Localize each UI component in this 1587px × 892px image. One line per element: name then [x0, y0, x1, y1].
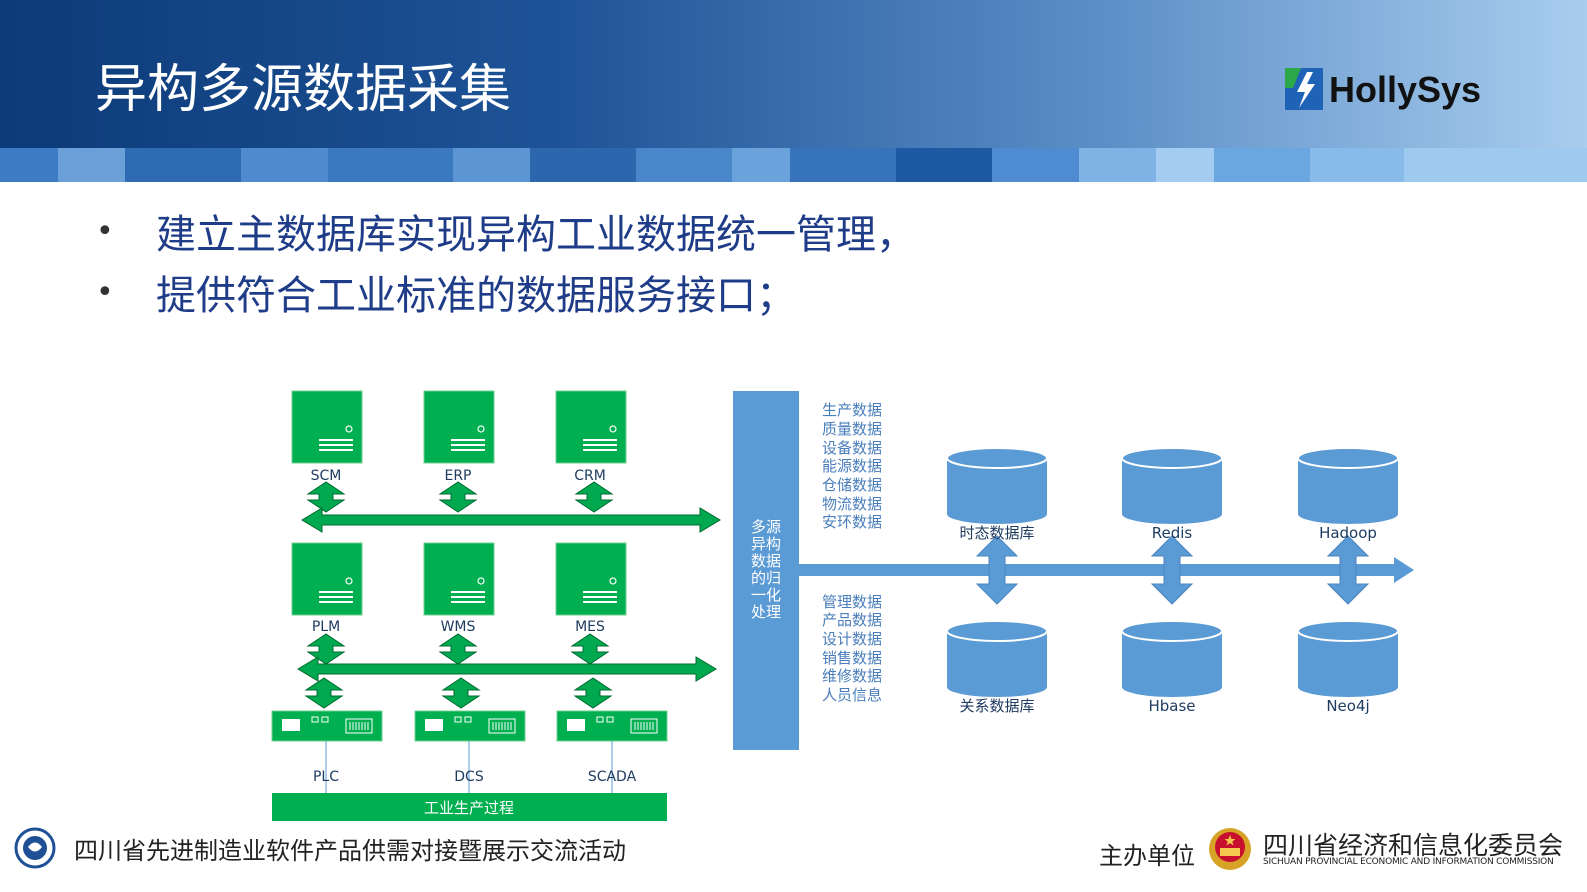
database-label: Redis: [1152, 524, 1193, 542]
database-cylinder-icon: [1297, 620, 1399, 698]
controller-label: DCS: [454, 769, 484, 785]
controller-icon: [414, 710, 526, 742]
data-type-label: 能源数据: [822, 457, 882, 475]
center-box-text: 数据: [751, 552, 781, 570]
controller-icon: [556, 710, 668, 742]
data-type-label: 设备数据: [822, 439, 882, 457]
server-icon: [291, 390, 363, 464]
system-label: MES: [575, 619, 605, 635]
system-label: ERP: [444, 468, 471, 484]
bus-arrow: [297, 656, 717, 682]
production-process-label: 工业生产过程: [424, 799, 514, 817]
data-type-label: 物流数据: [822, 495, 882, 513]
logo-text: HollySys: [1329, 69, 1482, 110]
hollysys-logo-icon: [1285, 68, 1323, 110]
server-icon: [423, 542, 495, 616]
server-icon: [555, 542, 627, 616]
bullet-text: 提供符合工业标准的数据服务接口；: [156, 273, 796, 319]
data-type-label: 安环数据: [822, 513, 882, 531]
server-icon: [423, 390, 495, 464]
database-label: 时态数据库: [959, 524, 1034, 542]
database-cylinder-icon: [1121, 447, 1223, 525]
system-label: CRM: [574, 468, 606, 484]
data-type-label: 维修数据: [822, 667, 882, 685]
bidirectional-arrow-icon: [575, 481, 613, 513]
server-icon: [291, 542, 363, 616]
data-type-label: 质量数据: [822, 420, 882, 438]
event-footer: 四川省先进制造业软件产品供需对接暨展示交流活动: [14, 826, 626, 870]
bidirectional-arrow-icon: [442, 677, 480, 709]
bullet-item: • 提供符合工业标准的数据服务接口；: [96, 264, 796, 320]
center-box-text: 异构: [751, 535, 781, 553]
controller-icon: [271, 710, 383, 742]
bidirectional-arrow-icon: [574, 677, 612, 709]
header-stripe: [0, 148, 1587, 182]
data-type-label: 人员信息: [822, 686, 882, 704]
bidirectional-arrow-icon: [307, 481, 345, 513]
database-cylinder-icon: [1297, 447, 1399, 525]
center-box-text: 多源: [751, 518, 781, 536]
data-type-label: 销售数据: [822, 649, 882, 667]
system-label: PLM: [312, 619, 340, 635]
data-type-label: 管理数据: [822, 593, 882, 611]
organizer-name-en: SICHUAN PROVINCIAL ECONOMIC AND INFORMAT…: [1263, 857, 1554, 867]
database-label: Hbase: [1148, 697, 1195, 715]
national-emblem-icon: [1209, 828, 1251, 870]
database-cylinder-icon: [946, 447, 1048, 525]
data-flow-arrow: [799, 557, 1414, 583]
slide-title: 异构多源数据采集: [95, 60, 512, 120]
event-emblem-icon: [14, 827, 56, 869]
database-label: Hadoop: [1319, 524, 1377, 542]
event-title: 四川省先进制造业软件产品供需对接暨展示交流活动: [74, 836, 626, 865]
database-cylinder-icon: [946, 620, 1048, 698]
organizer: 四川省经济和信息化委员会 SICHUAN PROVINCIAL ECONOMIC…: [1206, 826, 1563, 874]
data-type-label: 产品数据: [822, 611, 882, 629]
data-type-label: 生产数据: [822, 401, 882, 419]
normalization-box: [733, 391, 799, 750]
database-label: 关系数据库: [959, 697, 1034, 715]
bidirectional-arrow-icon: [571, 633, 609, 665]
organizer-name: 四川省经济和信息化委员会: [1263, 831, 1564, 860]
bus-arrow: [301, 507, 721, 533]
center-box-text: 处理: [751, 603, 781, 621]
production-process-bar: [272, 793, 667, 821]
bidirectional-arrow-icon: [439, 481, 477, 513]
data-type-label: 仓储数据: [822, 476, 882, 494]
database-cylinder-icon: [1121, 620, 1223, 698]
bullet-item: • 建立主数据库实现异构工业数据统一管理，: [96, 203, 916, 259]
bullet-dot: •: [96, 213, 114, 249]
bullet-dot: •: [96, 274, 114, 310]
host-label: 主办单位: [1099, 842, 1195, 870]
center-box-text: 的归: [751, 569, 781, 587]
controller-label: PLC: [313, 769, 339, 785]
data-type-label: 设计数据: [822, 630, 882, 648]
bidirectional-arrow-icon: [305, 677, 343, 709]
center-box-text: 一化: [751, 586, 781, 604]
system-label: SCM: [311, 468, 342, 484]
hollysys-logo: HollySys: [1285, 66, 1515, 116]
database-label: Neo4j: [1326, 697, 1369, 715]
bidirectional-arrow-icon: [439, 633, 477, 665]
server-icon: [555, 390, 627, 464]
bullet-text: 建立主数据库实现异构工业数据统一管理，: [156, 212, 916, 258]
controller-label: SCADA: [588, 769, 637, 785]
system-label: WMS: [441, 619, 476, 635]
